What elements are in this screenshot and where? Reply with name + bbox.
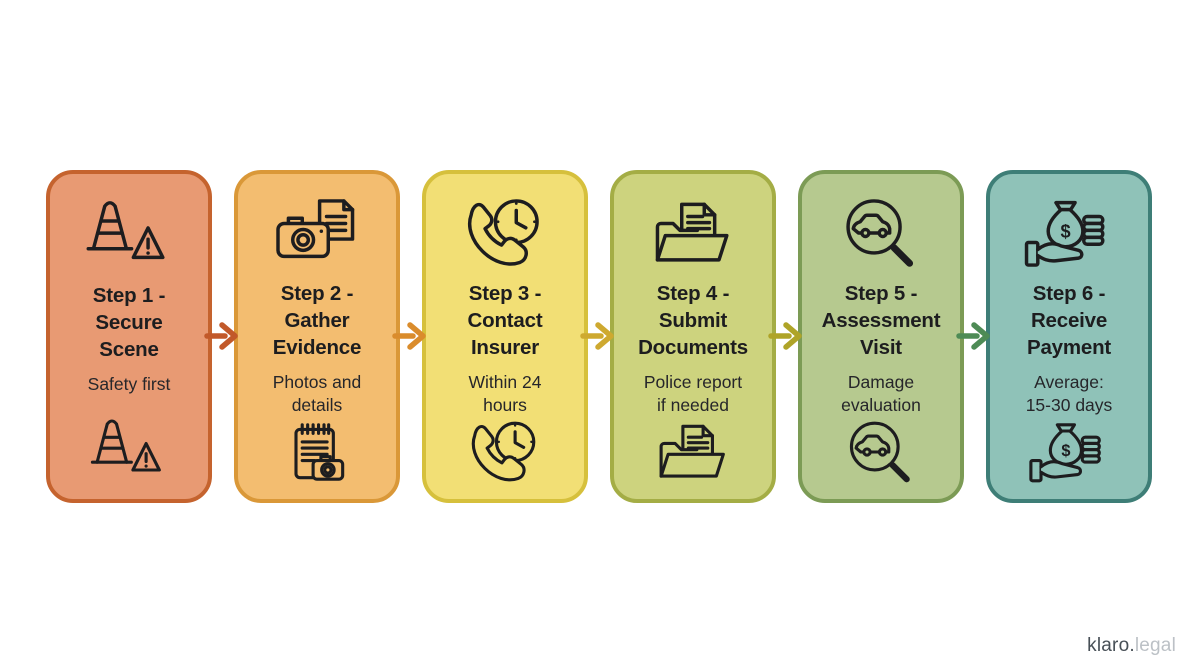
step-subtitle: Average: 15-30 days bbox=[1025, 372, 1113, 415]
flow-arrow-icon bbox=[204, 170, 238, 503]
step-title: Step 5 - Assessment Visit bbox=[821, 282, 941, 359]
svg-text:$: $ bbox=[1060, 221, 1070, 241]
magnifier-car-icon bbox=[837, 417, 925, 487]
folder-document-icon bbox=[645, 194, 741, 272]
step-subtitle: Photos and details bbox=[272, 372, 362, 415]
step-title: Step 4 - Submit Documents bbox=[638, 282, 748, 359]
money-hand-icon: $ bbox=[1021, 194, 1117, 272]
watermark-brand: klaro. bbox=[1087, 635, 1135, 656]
traffic-cone-warning-icon bbox=[85, 413, 173, 485]
flow-arrow-icon bbox=[956, 170, 990, 503]
watermark-suffix: legal bbox=[1134, 635, 1176, 656]
step-title: Step 1 - Secure Scene bbox=[92, 284, 166, 361]
folder-document-icon bbox=[649, 417, 737, 487]
step-subtitle: Police report if needed bbox=[643, 372, 743, 415]
flow-arrow-icon bbox=[580, 170, 614, 503]
camera-photos-icon bbox=[269, 194, 365, 272]
flow-arrow-icon bbox=[768, 170, 802, 503]
watermark: klaro.legal bbox=[1087, 635, 1176, 657]
step-title: Step 6 - Receive Payment bbox=[1026, 282, 1112, 359]
step-subtitle: Within 24 hours bbox=[468, 372, 542, 415]
traffic-cone-warning-icon bbox=[81, 194, 177, 274]
step-title: Step 3 - Contact Insurer bbox=[467, 282, 543, 359]
step-subtitle: Safety first bbox=[87, 374, 171, 394]
magnifier-car-icon bbox=[833, 194, 929, 272]
step-title: Step 2 - Gather Evidence bbox=[272, 282, 362, 359]
phone-clock-icon bbox=[461, 417, 549, 487]
notepad-camera-icon bbox=[273, 417, 361, 487]
money-hand-icon: $ bbox=[1025, 417, 1113, 487]
phone-clock-icon bbox=[457, 194, 553, 272]
step-subtitle: Damage evaluation bbox=[841, 372, 921, 415]
svg-text:$: $ bbox=[1061, 442, 1070, 460]
flow-arrow-icon bbox=[392, 170, 426, 503]
